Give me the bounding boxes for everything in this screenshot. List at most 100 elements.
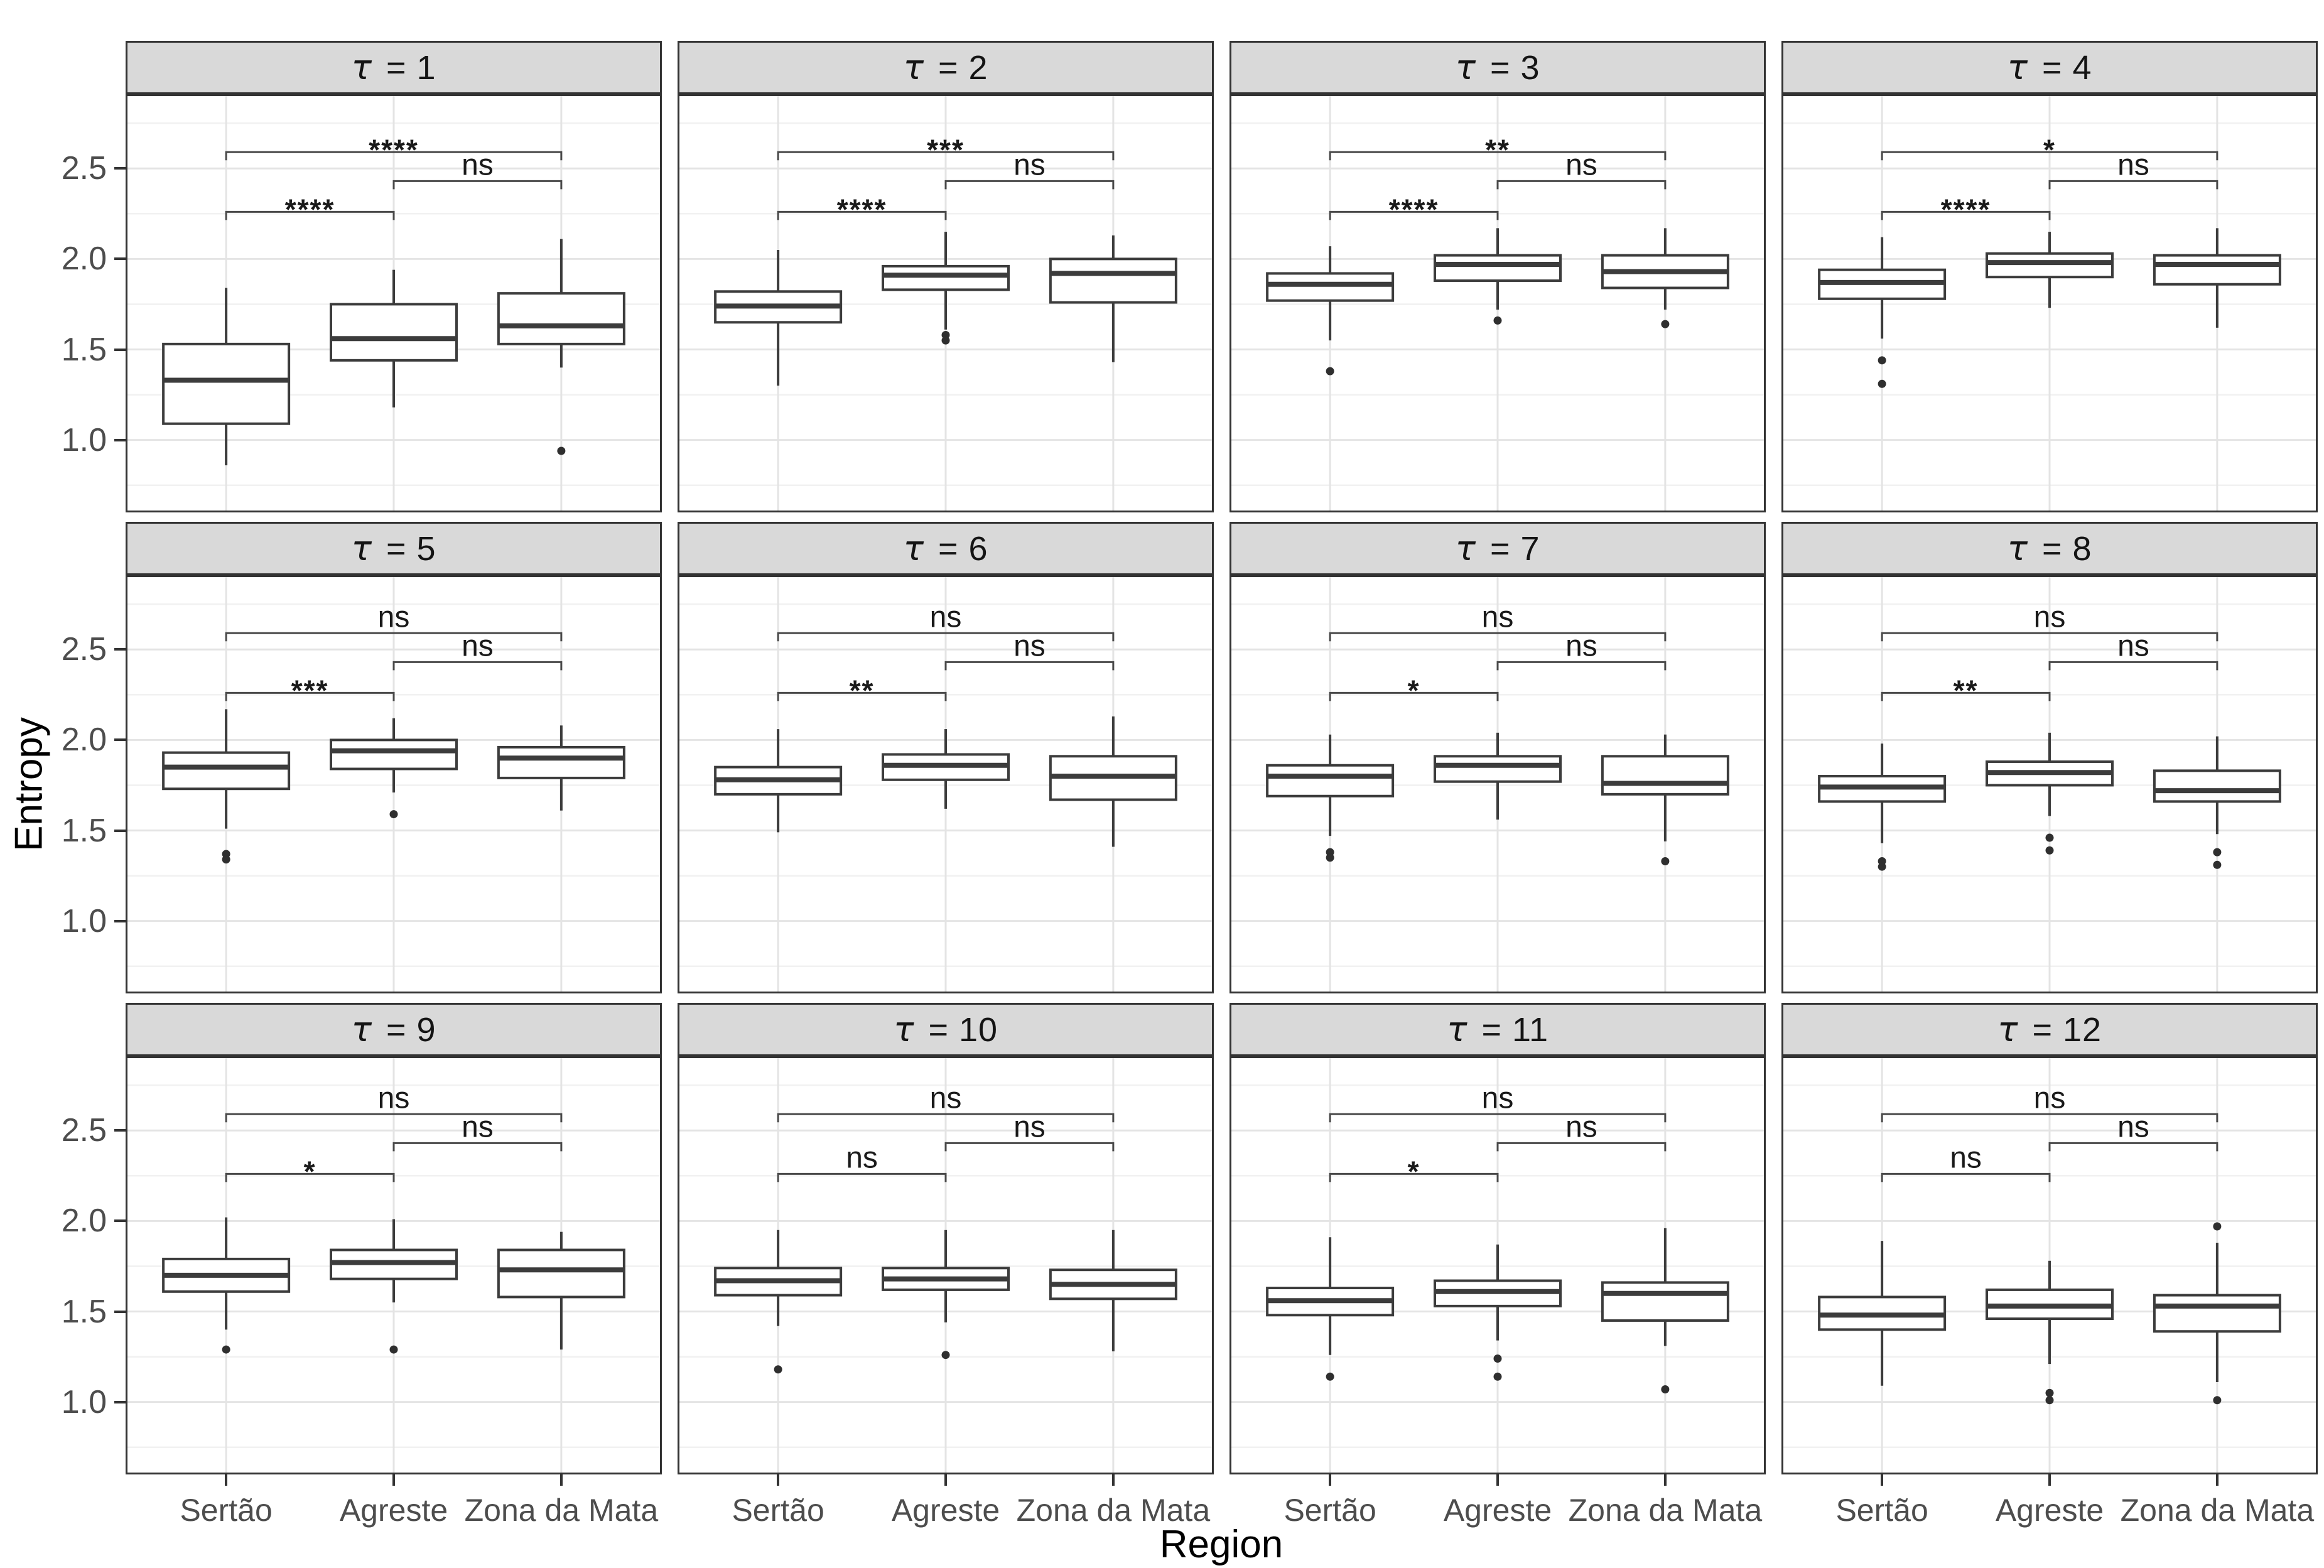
significance-bracket	[1329, 1172, 1499, 1182]
facet-strip-label: τ = 5	[351, 529, 436, 568]
x-tick-mark	[2215, 1474, 2219, 1486]
significance-label: ****	[1389, 193, 1439, 225]
y-tick-label: 1.5	[61, 812, 107, 849]
x-axis-title: Region	[1159, 1523, 1284, 1566]
significance-label: ns	[462, 1110, 494, 1144]
significance-bracket	[2048, 180, 2219, 190]
tau-symbol: τ	[893, 1010, 915, 1049]
significance-bracket	[1329, 1113, 1667, 1123]
outlier-point	[941, 336, 950, 345]
x-tick-label-zona-da-mata: Zona da Mata	[2120, 1493, 2315, 1528]
significance-bracket	[225, 1113, 563, 1123]
box-iqr	[1266, 272, 1395, 302]
box-iqr	[497, 1248, 625, 1299]
boxplot-agreste	[330, 269, 458, 408]
boxplot-zona-da-mata	[497, 1231, 625, 1350]
tau-symbol: τ	[903, 529, 924, 568]
y-tick-mark	[114, 438, 126, 441]
box-iqr	[330, 738, 458, 770]
boxplot-sertão	[162, 288, 291, 466]
outlier-point	[1326, 1372, 1334, 1381]
significance-label: ns	[2117, 629, 2149, 662]
significance-label: ns	[2034, 1081, 2066, 1115]
significance-bracket	[1881, 632, 2219, 642]
significance-label: ns	[1482, 1081, 1514, 1115]
significance-bracket	[225, 151, 563, 161]
significance-label: ns	[2117, 1110, 2149, 1144]
significance-bracket	[2048, 661, 2219, 671]
outlier-point	[1493, 1354, 1502, 1363]
y-tick-label: 1.0	[61, 902, 107, 939]
significance-bracket	[1881, 151, 2219, 161]
significance-label: ***	[291, 674, 329, 706]
tau-symbol: τ	[351, 1010, 372, 1049]
outlier-point	[222, 855, 230, 864]
significance-label: **	[850, 674, 875, 706]
panel-plot-area: ****ns***	[678, 94, 1214, 512]
panel-border	[678, 575, 1214, 993]
x-tick-mark	[1111, 1474, 1115, 1486]
significance-bracket	[1329, 151, 1667, 161]
facet-panel-tau-3: τ = 3****ns**	[1230, 41, 1766, 512]
outlier-point	[1326, 853, 1334, 862]
outlier-point	[1326, 367, 1334, 376]
facet-strip-label: τ = 10	[893, 1010, 998, 1049]
y-tick-mark	[114, 1400, 126, 1403]
y-tick-label: 2.0	[61, 241, 107, 278]
boxplot-zona-da-mata	[1049, 1230, 1177, 1351]
box-iqr	[162, 342, 291, 425]
facet-panel-tau-1: τ = 1****ns****	[126, 41, 662, 512]
significance-label: ***	[927, 133, 965, 166]
outlier-point	[389, 810, 398, 819]
facet-strip: τ = 12	[1781, 1003, 2318, 1056]
tau-symbol: τ	[351, 48, 372, 87]
significance-label: **	[1485, 133, 1510, 166]
boxplot-zona-da-mata	[2153, 228, 2281, 328]
significance-bracket	[392, 661, 563, 671]
outlier-point	[389, 1345, 398, 1354]
x-tick-mark	[1881, 1474, 1884, 1486]
box-iqr	[162, 751, 291, 791]
tau-symbol: τ	[1997, 1010, 2019, 1049]
boxplot-agreste	[1434, 732, 1562, 820]
tau-symbol: τ	[351, 529, 372, 568]
facet-strip: τ = 8	[1781, 522, 2318, 575]
significance-bracket	[1496, 180, 1667, 190]
boxplot-zona-da-mata	[1601, 228, 1729, 328]
y-tick-mark	[114, 167, 126, 170]
outlier-point	[2045, 833, 2054, 842]
box-iqr	[1434, 755, 1562, 783]
boxplot-sertão	[1818, 1241, 1947, 1386]
panel-border	[1230, 1056, 1766, 1474]
box-iqr	[882, 264, 1010, 291]
significance-label: ns	[846, 1141, 878, 1174]
panel-plot-area: ****ns*	[1781, 94, 2318, 512]
box-iqr	[2153, 769, 2281, 803]
box-iqr	[1434, 254, 1562, 282]
panel-border	[1781, 1056, 2318, 1474]
boxplot-agreste	[882, 1230, 1010, 1360]
x-tick-label-sertão: Sertão	[180, 1493, 273, 1528]
outlier-point	[1661, 320, 1670, 328]
box-iqr	[1601, 755, 1729, 796]
boxplot-zona-da-mata	[2153, 1222, 2281, 1405]
panel-border	[126, 575, 662, 993]
significance-label: ns	[1013, 629, 1046, 662]
facet-strip-label: τ = 12	[1997, 1010, 2102, 1049]
panel-border	[126, 94, 662, 512]
significance-label: ns	[462, 148, 494, 181]
significance-label: **	[1954, 674, 1979, 706]
boxplot-agreste	[1986, 732, 2114, 855]
boxplot-sertão	[162, 709, 291, 864]
panel-border	[1781, 94, 2318, 512]
x-tick-mark	[1496, 1474, 1499, 1486]
y-tick-label: 2.0	[61, 1203, 107, 1240]
outlier-point	[2213, 848, 2222, 857]
box-iqr	[1986, 252, 2114, 279]
